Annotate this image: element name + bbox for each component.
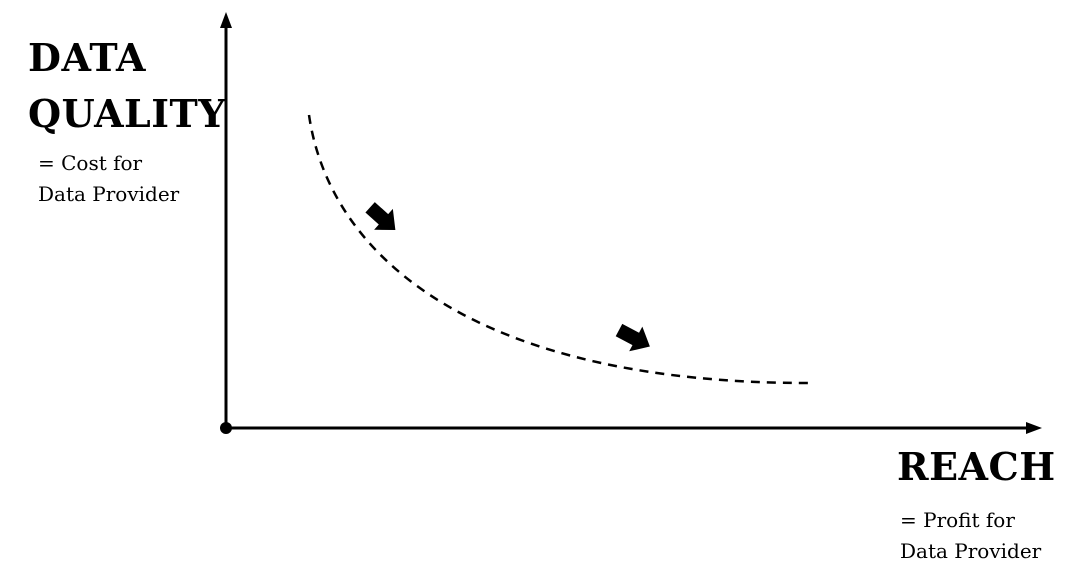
x-axis-subtitle-line-2: Data Provider	[900, 539, 1042, 563]
origin-dot	[220, 422, 232, 434]
y-axis-title-line-2: QUALITY	[28, 91, 226, 136]
y-axis-subtitle-line-1: = Cost for	[38, 151, 143, 175]
y-axis-subtitle: = Cost for Data Provider	[38, 148, 179, 210]
x-axis-subtitle: = Profit for Data Provider	[900, 505, 1041, 567]
curve-arrow-icon-1	[365, 202, 396, 231]
x-axis-subtitle-line-1: = Profit for	[900, 508, 1015, 532]
tradeoff-curve	[307, 114, 813, 385]
y-axis-title: DATA QUALITY	[28, 30, 226, 142]
y-axis-subtitle-line-2: Data Provider	[38, 182, 180, 206]
x-axis-arrowhead	[1026, 422, 1042, 434]
y-axis-arrowhead	[220, 12, 232, 28]
y-axis-title-line-1: DATA	[28, 35, 147, 80]
curve-arrow-icon-2	[615, 323, 650, 352]
x-axis-title: REACH	[897, 444, 1056, 489]
